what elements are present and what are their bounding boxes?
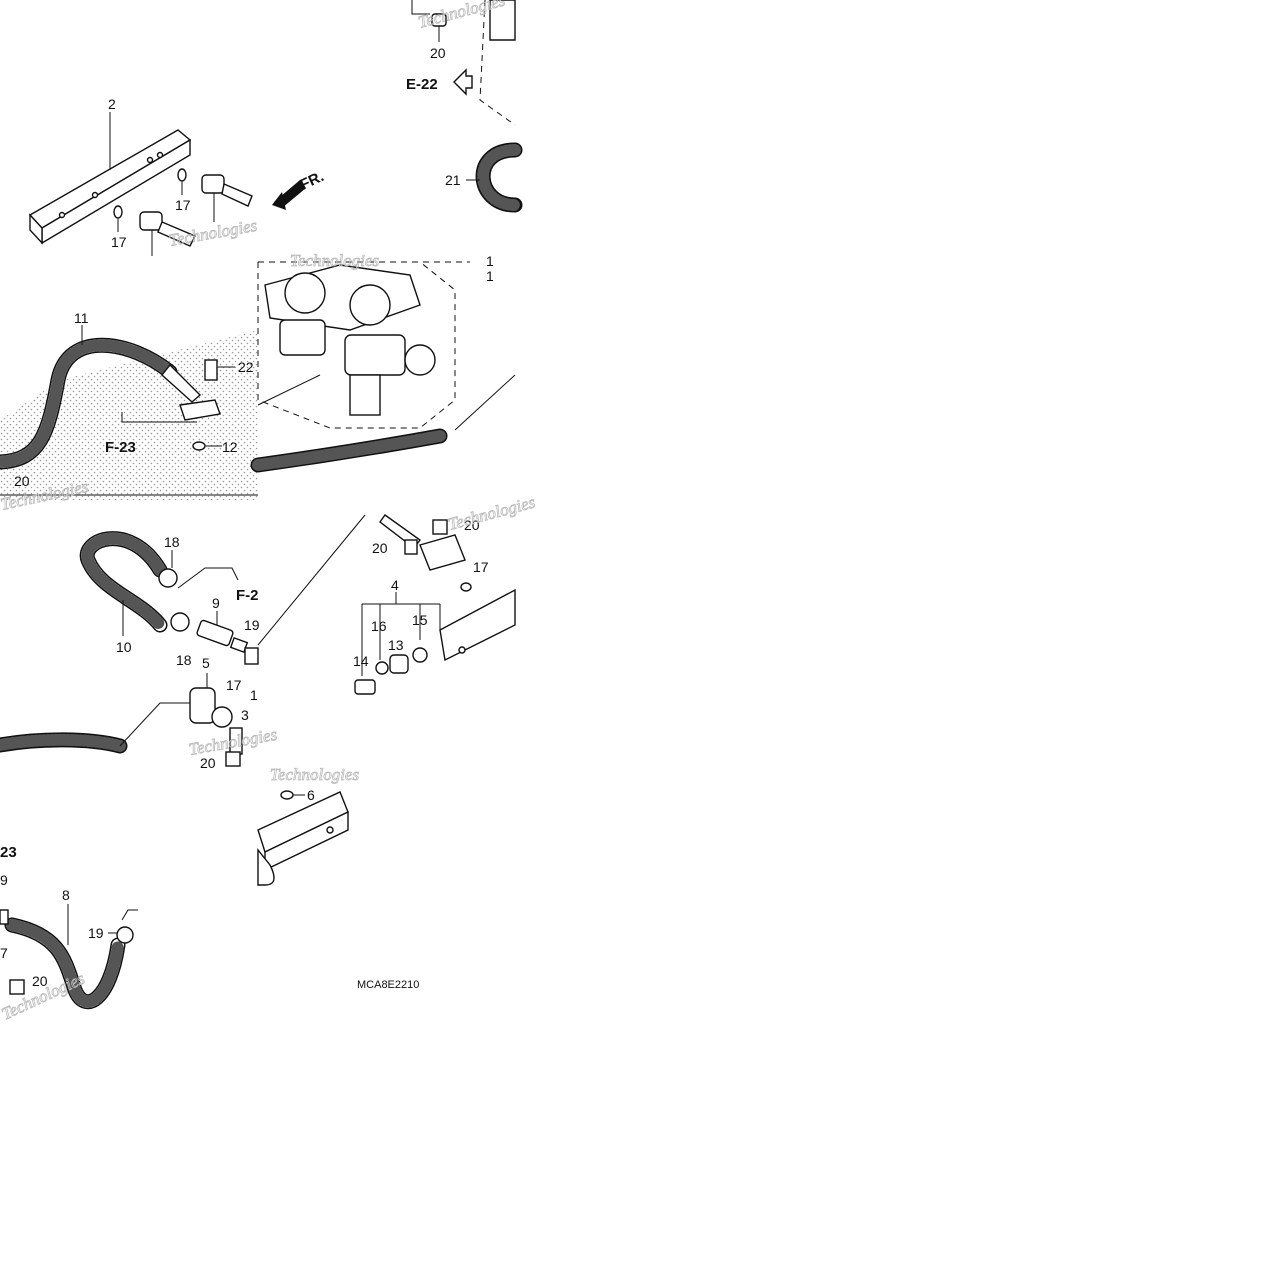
callout-16: 16 [371, 618, 387, 634]
ref-f23: F-23 [105, 439, 136, 456]
callout-1: 1 [486, 268, 494, 284]
watermark: Technologies [290, 251, 379, 270]
clamp-19-icon [116, 926, 134, 944]
callout-19: 19 [88, 925, 104, 941]
callout-7: 7 [0, 945, 8, 961]
callout-11: 11 [74, 310, 89, 326]
bolt-20-icon [225, 751, 241, 767]
clamp-18-icon [158, 568, 178, 588]
tile-e22: 20 E-22 21 Technologies [406, 0, 523, 213]
washer-16-icon [375, 661, 389, 675]
callout-8: 8 [62, 887, 70, 903]
callout-17: 17 [111, 234, 127, 250]
ref-e22: E-22 [406, 76, 438, 93]
ref-f23: 23 [0, 844, 17, 861]
injector-icon [201, 174, 253, 222]
reference-arrow-icon [453, 68, 473, 96]
callout-17: 17 [473, 559, 489, 575]
washer-12-icon [192, 441, 206, 451]
washer-17-icon [177, 168, 187, 182]
callout-9: 9 [212, 595, 220, 611]
washer-15-icon [412, 647, 428, 663]
callout-19: 19 [244, 617, 260, 633]
callout-2: 2 [108, 96, 116, 112]
callout-21: 21 [445, 172, 461, 188]
callout-18: 18 [164, 534, 180, 550]
pressure-regulator-icon [189, 687, 233, 728]
tile-hose-11: 11 22 12 F-23 20 Technologies [0, 310, 258, 514]
callout-6: 6 [307, 787, 315, 803]
callout-12: 12 [222, 439, 238, 455]
callout-9: 9 [0, 872, 8, 888]
callout-20: 20 [14, 473, 30, 489]
injector-icon [139, 211, 196, 256]
callout-17: 17 [226, 677, 242, 693]
clamp-18-icon [170, 612, 190, 632]
callout-20: 20 [464, 517, 480, 533]
callout-20: 20 [32, 973, 48, 989]
clamp-19-icon [244, 647, 259, 665]
callout-20: 20 [200, 755, 216, 771]
diagram-code: MCA8E2210 [357, 979, 419, 991]
bolt-20-icon [404, 539, 418, 555]
washer-6-icon [280, 790, 294, 800]
callout-13: 13 [388, 637, 404, 653]
callout-20: 20 [430, 45, 446, 61]
callout-15: 15 [412, 612, 428, 628]
watermark: Technologies [446, 492, 537, 534]
callout-14: 14 [353, 653, 369, 669]
callout-1: 1 [486, 253, 494, 269]
tile-throttle-body: 1 1 Technologies [250, 251, 516, 473]
bolt-13-icon [389, 654, 409, 674]
callout-20: 20 [372, 540, 388, 556]
callout-1: 1 [250, 687, 258, 703]
callout-3: 3 [241, 707, 249, 723]
tile-hose-8: 23 9 8 19 7 20 Technologies [0, 844, 138, 1024]
tile-fuel-filter: 18 F-2 9 19 10 18 5 17 1 3 20 Technologi… [0, 531, 279, 771]
watermark: Technologies [167, 216, 258, 250]
bolt-14-icon [354, 679, 376, 695]
tile-fuel-rail: 2 17 17 FR. Technologies [28, 96, 327, 256]
tile-rail-hardware: 20 20 17 4 16 15 13 14 Technologies [257, 492, 538, 695]
throttle-body-icon [264, 264, 436, 416]
callout-10: 10 [116, 639, 132, 655]
callout-4: 4 [391, 577, 399, 593]
front-label: FR. [298, 168, 327, 194]
callout-5: 5 [202, 655, 210, 671]
hose-joint-icon [179, 399, 221, 421]
callout-18: 18 [176, 652, 192, 668]
fuel-filter-icon [196, 619, 249, 653]
ref-f23: F-2 [236, 587, 259, 604]
washer-17-icon [113, 205, 123, 219]
tile-rail-cover: 6 Technologies MCA8E2210 [257, 765, 419, 991]
bolt-22-icon [204, 359, 218, 381]
watermark: Technologies [270, 765, 359, 784]
washer-17-icon [460, 582, 472, 592]
callout-17: 17 [175, 197, 191, 213]
callout-22: 22 [238, 359, 254, 375]
injector-icon [419, 519, 466, 571]
bolt-20-icon [9, 979, 25, 995]
